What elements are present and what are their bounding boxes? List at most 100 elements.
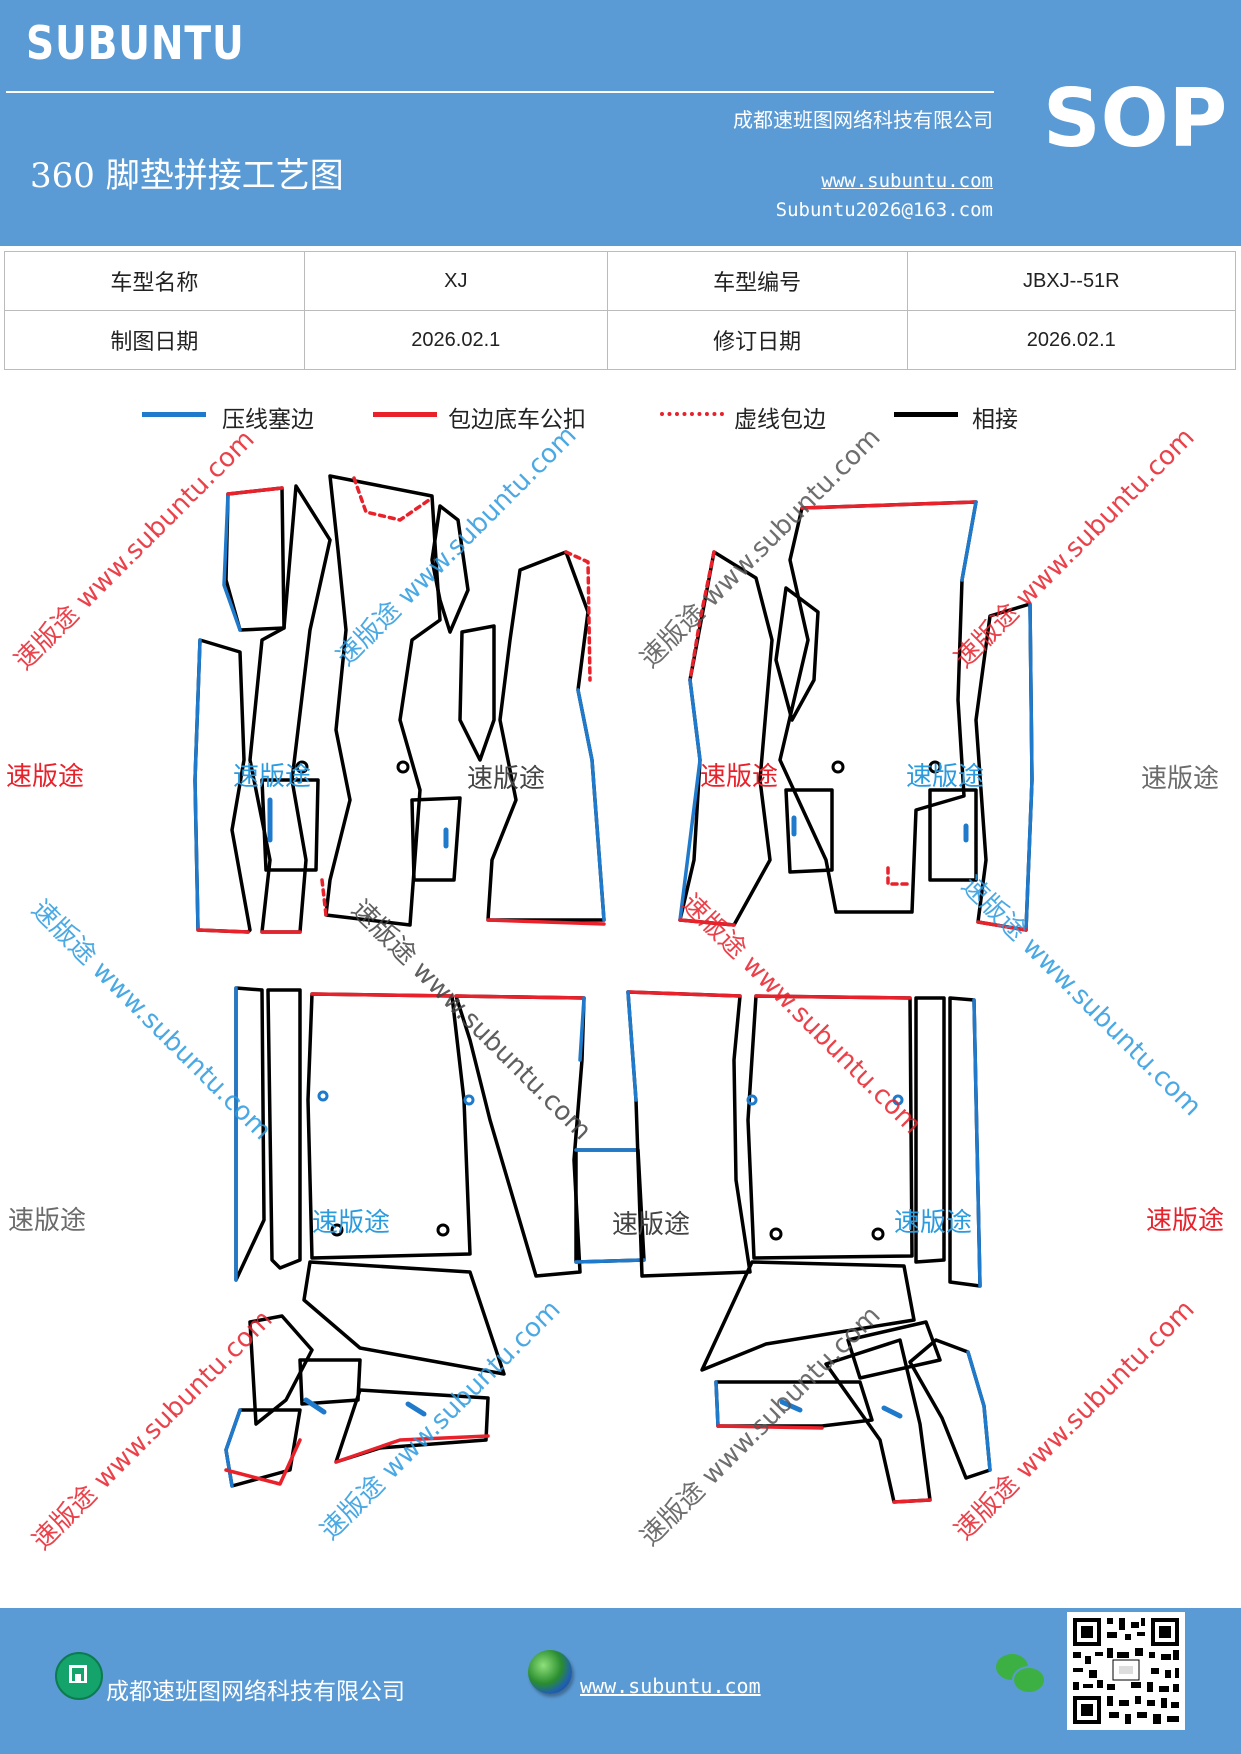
front-right-pieces — [678, 500, 1034, 932]
pattern-edge-blue — [881, 1405, 903, 1419]
vehicle-info-table: 车型名称 XJ 车型编号 JBXJ--51R 制图日期 2026.02.1 修订… — [4, 251, 1237, 370]
pattern-piece — [430, 504, 470, 634]
model-name-label: 车型名称 — [4, 251, 305, 311]
pattern-edge-blue — [578, 996, 586, 1062]
building-icon — [55, 1652, 103, 1700]
front-left-pieces — [193, 474, 606, 934]
pattern-edge-red — [892, 1498, 932, 1504]
model-code-label: 车型编号 — [606, 251, 908, 311]
pattern-edge-blue — [779, 1399, 803, 1413]
header-banner: SUBUNTU 成都速班图网络科技有限公司 SOP 360 脚垫拼接工艺图 ww… — [0, 0, 1241, 246]
legend-swatch-red — [373, 412, 437, 417]
pattern-edge-blue — [574, 1258, 646, 1264]
pattern-edge-red — [678, 918, 736, 927]
mounting-hole — [746, 1094, 758, 1106]
watermark-text: 速版途 — [8, 1206, 87, 1236]
mounting-hole — [831, 760, 845, 774]
mounting-hole — [330, 1223, 344, 1237]
document-title: 360 脚垫拼接工艺图 — [30, 156, 344, 196]
watermark-text: 速版途 — [612, 1210, 691, 1240]
pattern-piece — [778, 500, 978, 914]
email-address: Subuntu2026@163.com — [775, 199, 993, 221]
pattern-edge-red-dotted — [352, 476, 434, 522]
legend-label: 包边底车公扣 — [448, 407, 586, 433]
sop-label: SOP — [1043, 72, 1228, 165]
qr-code-pattern — [1073, 1618, 1179, 1724]
pattern-edge-blue — [626, 990, 638, 1102]
pattern-edge-blue — [405, 1401, 427, 1417]
watermark-text: 速版途 — [467, 764, 546, 794]
pattern-edge-blue — [972, 998, 982, 1288]
pattern-piece — [846, 1320, 942, 1380]
pattern-piece — [486, 550, 606, 922]
pattern-edge-red — [800, 500, 978, 510]
pattern-piece — [774, 586, 820, 722]
legend-swatch-black — [894, 412, 958, 417]
revision-date-value: 2026.02.1 — [906, 310, 1237, 370]
pattern-piece — [260, 778, 320, 872]
watermark-text: 速版途 — [906, 762, 985, 792]
pattern-piece — [266, 988, 302, 1270]
pattern-edge-blue — [960, 500, 978, 582]
watermark-text: 速版途 — [312, 1208, 391, 1238]
pattern-edge-red — [716, 1424, 824, 1430]
pattern-piece — [224, 486, 286, 632]
wechat-icon — [996, 1654, 1046, 1694]
mounting-hole — [892, 1094, 904, 1106]
watermark-text: 速版途 — [1141, 764, 1220, 794]
pattern-edge-blue — [193, 638, 202, 930]
legend-swatch-red-dotted — [660, 412, 724, 416]
drawing-date-label: 制图日期 — [4, 310, 305, 370]
pattern-piece — [248, 484, 332, 934]
legend-label: 相接 — [972, 407, 1018, 433]
pattern-piece — [298, 1358, 362, 1406]
mounting-hole — [871, 1227, 885, 1241]
mounting-hole — [463, 1094, 475, 1106]
pattern-edge-blue — [303, 1397, 327, 1415]
mounting-hole — [928, 760, 942, 774]
pattern-edge-red-dotted — [688, 550, 716, 682]
pattern-edge-red-dotted — [320, 878, 328, 917]
model-name-value: XJ — [303, 251, 608, 311]
pattern-edge-blue — [576, 688, 606, 922]
pattern-piece — [302, 1260, 506, 1376]
line-legend: 压线塞边 包边底车公扣 虚线包边 相接 — [0, 400, 1241, 436]
website-link[interactable]: www.subuntu.com — [821, 170, 993, 192]
watermark-text: 速版途 — [233, 762, 312, 792]
pattern-edge-red — [626, 990, 742, 998]
pattern-edge-red-dotted — [564, 550, 592, 682]
table-row: 车型名称 XJ 车型编号 JBXJ--51R — [4, 251, 1237, 311]
revision-date-label: 修订日期 — [606, 310, 908, 370]
pattern-edge-red — [334, 1434, 490, 1464]
mounting-hole — [295, 760, 309, 774]
pattern-edge-red — [196, 928, 250, 934]
legend-label: 压线塞边 — [222, 407, 314, 433]
legend-label: 虚线包边 — [734, 407, 826, 433]
pattern-piece — [928, 788, 978, 882]
footer-website-link[interactable]: www.subuntu.com — [580, 1674, 761, 1698]
pattern-edge-red — [486, 918, 606, 926]
mounting-hole — [396, 760, 410, 774]
brand-logo: SUBUNTU — [26, 16, 245, 70]
pattern-edge-red-dotted — [886, 866, 912, 886]
pattern-piece — [334, 1388, 490, 1464]
pattern-piece — [324, 474, 442, 927]
pattern-edge-blue — [678, 678, 702, 922]
pattern-piece — [626, 990, 752, 1278]
pattern-edge-red — [976, 920, 1028, 932]
pattern-edge-red — [754, 994, 912, 1000]
footer-company: 成都速班图网络科技有限公司 — [106, 1679, 405, 1705]
mounting-hole — [436, 1223, 450, 1237]
table-row: 制图日期 2026.02.1 修订日期 2026.02.1 — [4, 310, 1237, 370]
pattern-piece — [410, 796, 462, 882]
watermark-text: 速版途 — [894, 1208, 973, 1238]
rear-left-pieces — [224, 986, 646, 1488]
mounting-hole — [317, 1090, 329, 1102]
watermark-text: 速版途 — [1146, 1206, 1225, 1236]
pattern-edge-blue — [966, 1350, 992, 1472]
pattern-edge-red — [224, 1438, 302, 1486]
drawing-date-value: 2026.02.1 — [303, 310, 608, 370]
pattern-edge-blue — [714, 1380, 720, 1428]
model-code-value: JBXJ--51R — [906, 251, 1237, 311]
